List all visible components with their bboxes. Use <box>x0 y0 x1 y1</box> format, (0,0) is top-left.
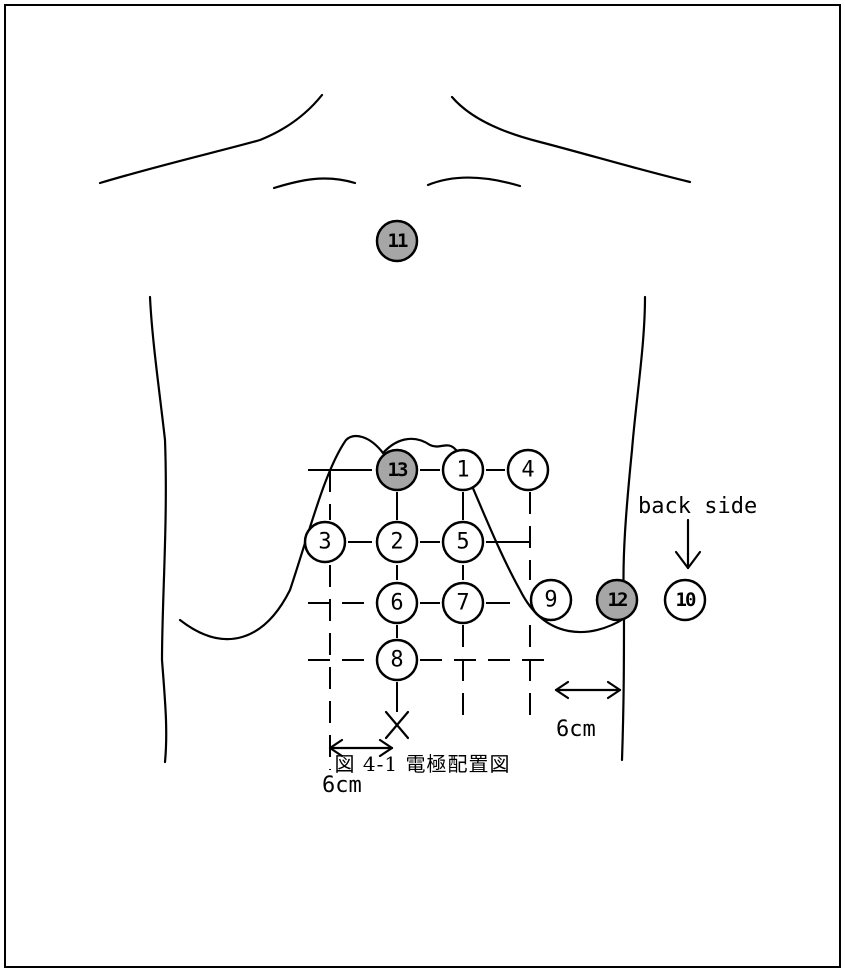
svg-text:2: 2 <box>390 530 403 555</box>
svg-text:10: 10 <box>676 589 696 611</box>
electrode: 6 <box>377 583 417 623</box>
electrode: 4 <box>508 450 548 490</box>
left-torso-side <box>150 297 166 762</box>
electrode: 11 <box>377 221 417 261</box>
ribcage-left <box>180 436 383 639</box>
dimension-arrow-right <box>556 682 620 698</box>
electrode: 5 <box>443 522 483 562</box>
svg-text:3: 3 <box>318 530 331 555</box>
svg-text:6: 6 <box>390 591 403 616</box>
electrode: 1 <box>443 450 483 490</box>
svg-text:13: 13 <box>388 459 408 481</box>
svg-text:9: 9 <box>544 588 557 613</box>
right-clavicle-line <box>428 178 520 186</box>
grid-lines <box>308 470 545 770</box>
right-shoulder-line <box>452 97 690 182</box>
electrode: 2 <box>377 522 417 562</box>
back-side-arrow <box>676 520 700 568</box>
electrode: 13 <box>377 450 417 490</box>
svg-text:1: 1 <box>456 458 469 483</box>
electrode: 3 <box>305 522 345 562</box>
svg-text:11: 11 <box>388 230 408 252</box>
svg-text:5: 5 <box>456 530 469 555</box>
electrode: 12 <box>597 580 637 620</box>
svg-text:12: 12 <box>608 589 627 611</box>
figure-caption: 図 4-1 電極配置図 <box>0 748 845 777</box>
back-side-label: back side <box>638 494 757 519</box>
right-torso-side <box>622 297 645 760</box>
electrode: 7 <box>443 583 483 623</box>
electrode: 8 <box>377 640 417 680</box>
distance-label-right: 6cm <box>556 717 596 742</box>
electrode: 10 <box>665 580 705 620</box>
left-shoulder-line <box>100 95 322 183</box>
svg-text:7: 7 <box>456 591 469 616</box>
left-clavicle-line <box>274 179 355 188</box>
svg-text:4: 4 <box>521 458 534 483</box>
x-mark <box>386 712 408 738</box>
electrode: 9 <box>531 580 571 620</box>
svg-text:8: 8 <box>390 648 403 673</box>
